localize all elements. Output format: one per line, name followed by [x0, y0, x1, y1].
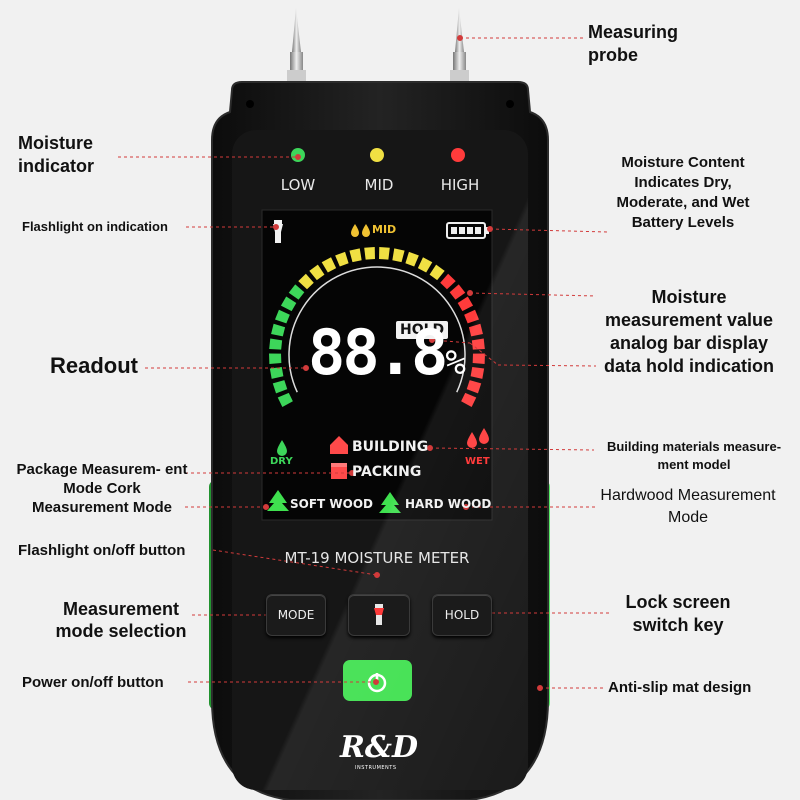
- callout-building-mode: Building materials measure- ment model: [606, 439, 782, 472]
- high-indicator-led: [451, 148, 465, 162]
- callout-dot: [373, 679, 379, 685]
- gauge-segment: [472, 353, 485, 365]
- callout-anti-slip: Anti-slip mat design: [608, 679, 752, 696]
- dry-label: DRY: [270, 456, 293, 467]
- callout-dot: [273, 224, 279, 230]
- callout-dot: [537, 685, 543, 691]
- flashlight-button[interactable]: [348, 594, 410, 636]
- callout-moisture-indicator: Moisture indicator: [18, 133, 95, 176]
- hold-line: [431, 339, 471, 344]
- indicator-label-high: HIGH: [440, 176, 480, 194]
- package-icon: [331, 463, 347, 479]
- callout-dot: [467, 290, 473, 296]
- mode-packing-label: PACKING: [352, 464, 422, 480]
- mode-soft-wood-label: SOFT WOOD: [290, 497, 374, 511]
- callout-package-mode: Package Measurem- ent Mode Cork Measurem…: [16, 461, 188, 516]
- moisture-readout: 88.8%: [308, 312, 466, 404]
- indicator-label-low: LOW: [280, 176, 316, 194]
- mode-button[interactable]: MODE: [266, 594, 326, 636]
- mid-indicator-led: [370, 148, 384, 162]
- callout-power-button: Power on/off button: [22, 674, 164, 691]
- callout-dot: [374, 572, 380, 578]
- hold-button-label: HOLD: [444, 608, 480, 622]
- hold-indicator: HOLD: [396, 321, 449, 339]
- gauge-segment: [471, 338, 485, 350]
- gauge-segment: [379, 247, 390, 260]
- callout-dot: [263, 504, 269, 510]
- gauge-segment: [364, 247, 375, 260]
- flashlight-button-line: [212, 549, 378, 576]
- callout-dot: [427, 445, 433, 451]
- gauge-segment: [269, 353, 282, 365]
- mode-button-label: MODE: [277, 608, 315, 622]
- callout-measuring-probe: Measuring probe: [588, 22, 679, 65]
- brand-subtitle: INSTRUMENTS: [355, 765, 397, 771]
- callout-flashlight-button: Flashlight on/off button: [18, 542, 186, 559]
- callout-mode-selection: Measurement mode selection: [55, 599, 187, 641]
- hold-button[interactable]: HOLD: [432, 594, 492, 636]
- callout-dot: [295, 154, 301, 160]
- callout-dot: [463, 504, 469, 510]
- model-name: MT-19 MOISTURE METER: [284, 549, 470, 567]
- callout-moisture-content: Moisture Content Indicates Dry, Moderate…: [616, 154, 750, 231]
- hold-line-3: [497, 364, 597, 367]
- callout-dot: [457, 35, 463, 41]
- callout-measurement-value: Moisture measurement value analog bar di…: [604, 287, 774, 376]
- callout-lock-screen: Lock screen switch key: [625, 592, 731, 635]
- readout-value: 88.8: [308, 316, 448, 389]
- wet-label: WET: [465, 456, 490, 467]
- callout-dot: [487, 226, 493, 232]
- flashlight-icon: [374, 604, 384, 625]
- mode-building-label: BUILDING: [352, 439, 429, 455]
- callout-flashlight-indication: Flashlight on indication: [22, 219, 168, 234]
- screen-level-tag: MID: [372, 223, 397, 236]
- callout-dot: [303, 365, 309, 371]
- mode-hard-wood-label: HARD WOOD: [405, 497, 492, 511]
- callout-hardwood-mode: Hardwood Measurement Mode: [600, 487, 776, 526]
- indicator-label-mid: MID: [364, 176, 394, 194]
- callout-dot: [349, 470, 355, 476]
- callout-readout: Readout: [50, 353, 138, 378]
- brand-logo: R&D: [339, 730, 419, 765]
- battery-line: [489, 228, 609, 233]
- readout-unit: %: [445, 343, 466, 383]
- measuring-probe: [287, 8, 469, 82]
- gauge-segment: [269, 338, 283, 350]
